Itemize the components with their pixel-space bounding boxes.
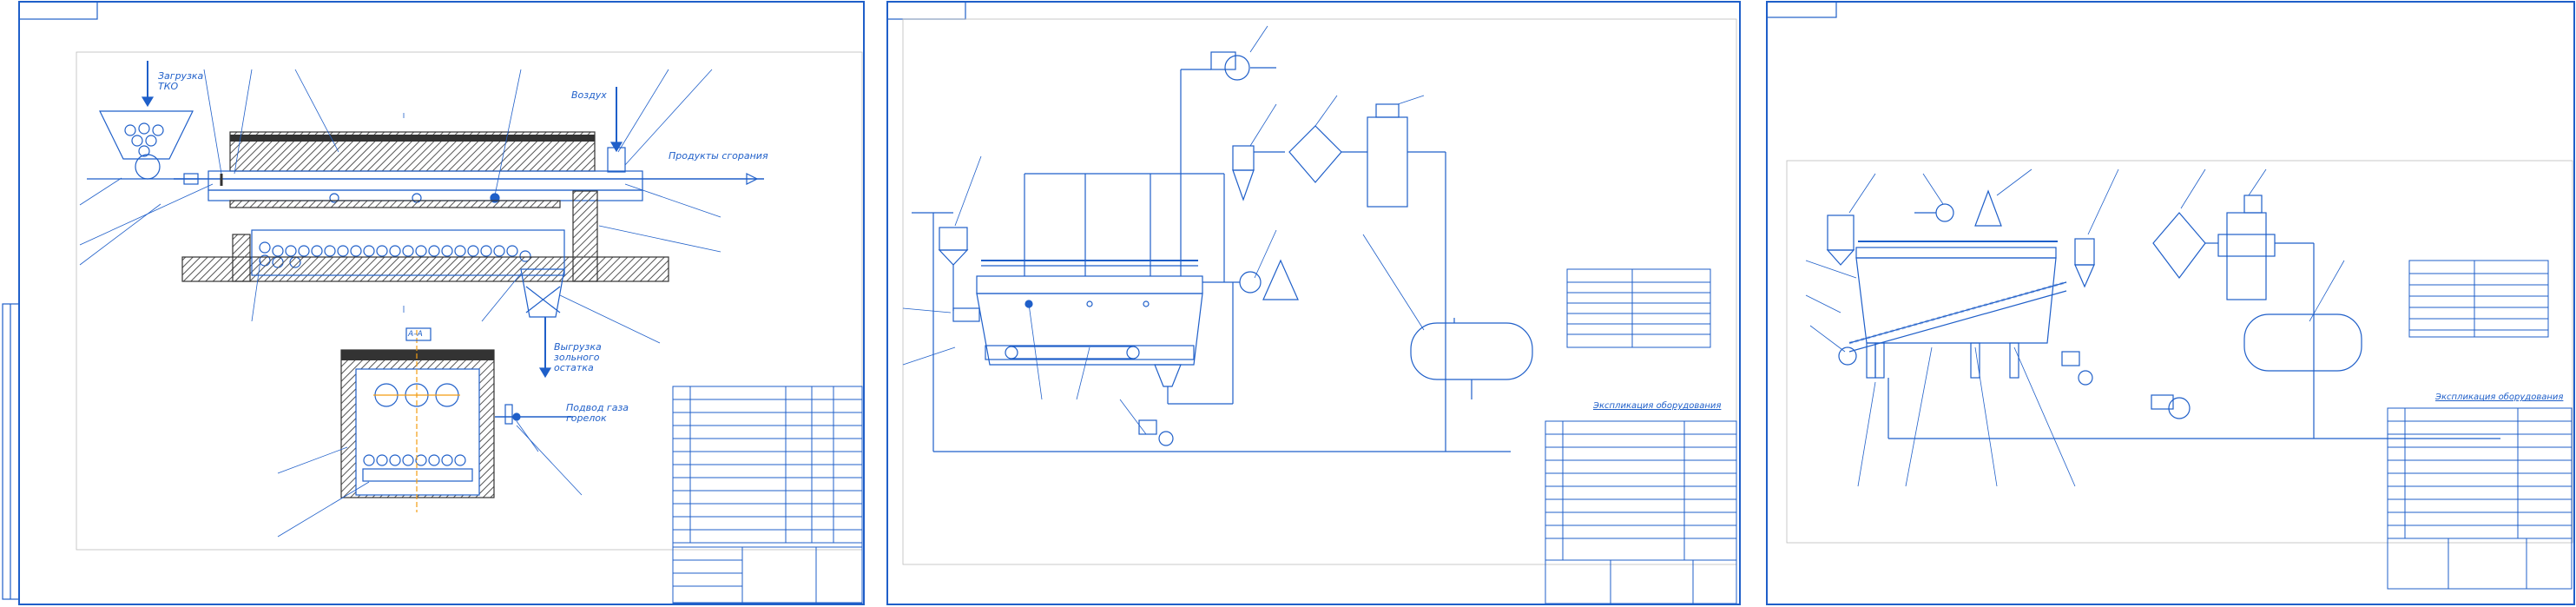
air-label: Воздух: [571, 89, 607, 101]
leader-lines-1: [79, 69, 721, 538]
spec-table-2: [1566, 268, 1711, 348]
rotary-kiln: [87, 87, 764, 379]
gas-label: Подвод газа горелок: [566, 402, 629, 424]
title-block-3: [2387, 407, 2573, 590]
spec-table-3: [2408, 260, 2549, 338]
combustion-label: Продукты сгорания: [669, 150, 768, 162]
spec-title-2: Экспликация оборудования: [1593, 401, 1722, 411]
feed-label: Загрузка ТКО: [158, 70, 204, 92]
section-a-a: [340, 327, 573, 512]
spec-title-3: Экспликация оборудования: [2435, 393, 2564, 402]
sheet-2: [886, 1, 1741, 605]
unload-label: Выгрузка зольного остатка: [554, 341, 602, 373]
title-block-1: [672, 386, 863, 604]
sheet-1: [2, 1, 865, 605]
section-label: А–А: [408, 330, 423, 339]
title-block-2: [1545, 420, 1737, 604]
sheet-3: [1766, 1, 2575, 605]
